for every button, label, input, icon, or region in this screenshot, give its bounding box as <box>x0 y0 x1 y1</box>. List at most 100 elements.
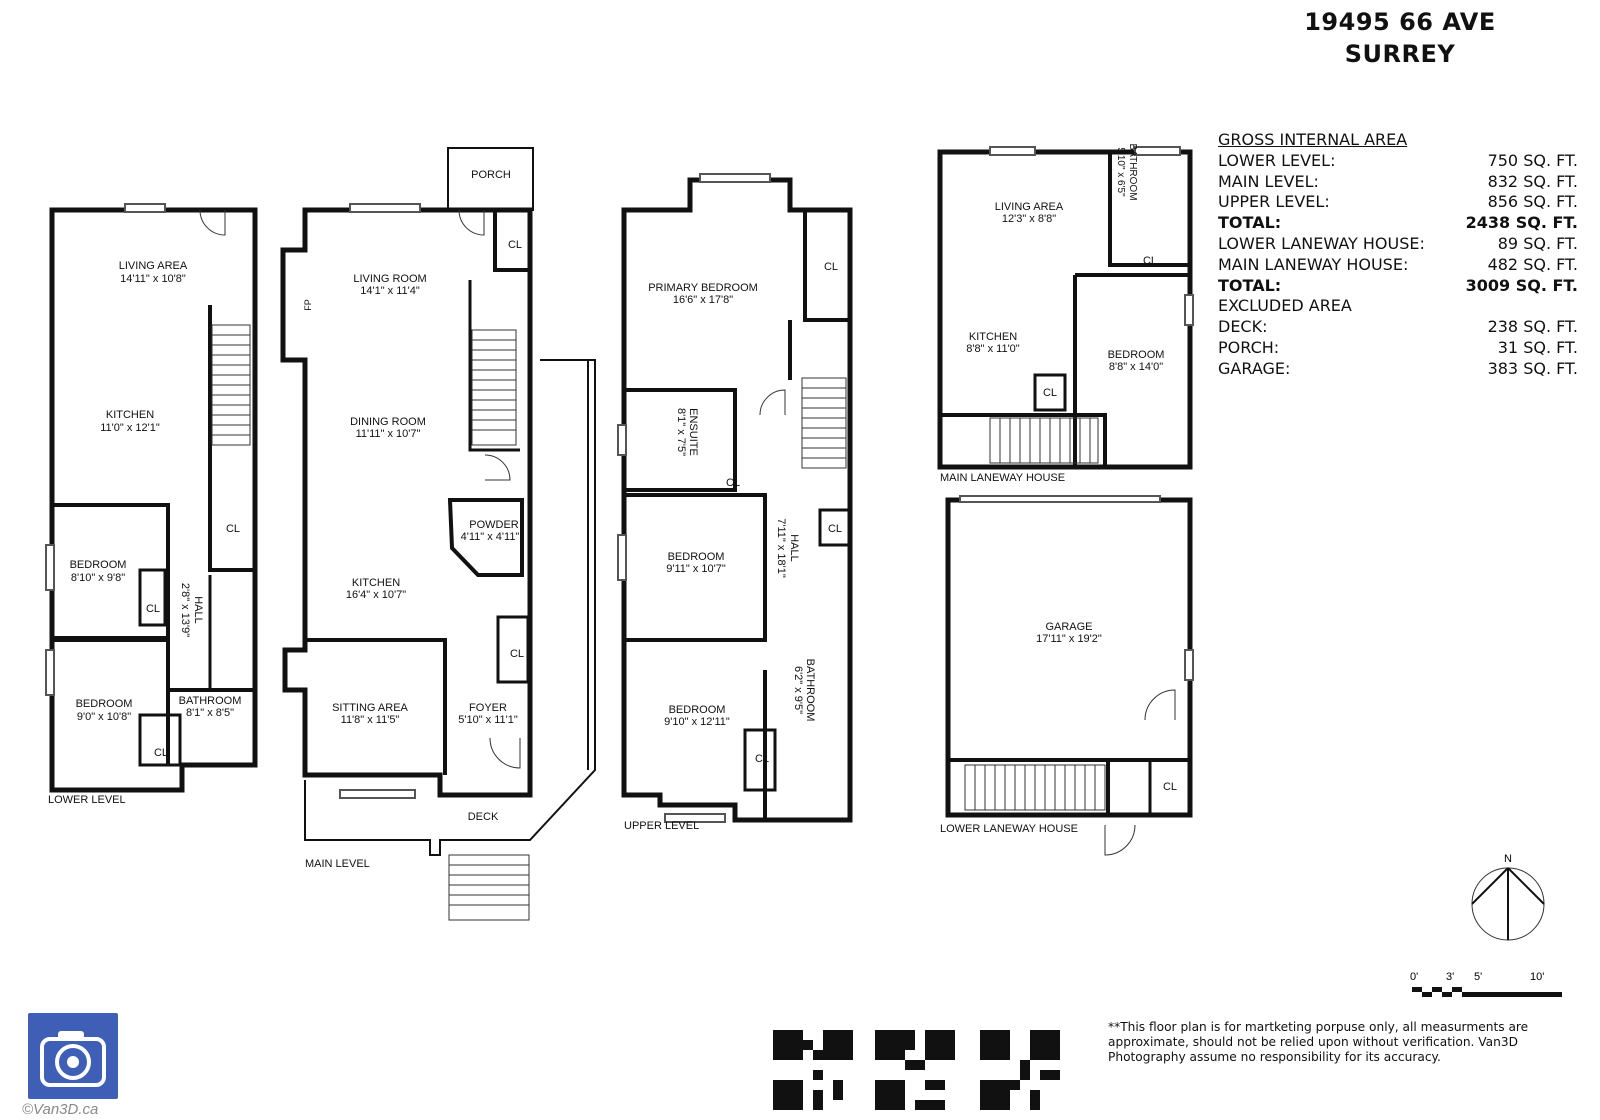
main-level-caption: MAIN LEVEL <box>305 858 370 870</box>
closet-label: CL <box>1043 387 1057 399</box>
ensuite-label: ENSUITE <box>687 408 699 456</box>
upper-level-plan <box>621 177 853 823</box>
garage-label: GARAGE <box>1045 621 1092 633</box>
scale-label-0: 0' <box>1410 971 1418 983</box>
closet-label: CL <box>508 239 522 251</box>
area-row: MAIN LANEWAY HOUSE:482 SQ. FT. <box>1218 254 1578 274</box>
area-row: UPPER LEVEL:856 SQ. FT. <box>1218 192 1578 212</box>
qr-code[interactable] <box>980 1030 1060 1110</box>
lower-bathroom-label: BATHROOM <box>179 695 242 707</box>
powder-label: POWDER <box>469 519 519 531</box>
laneway-bathroom-dim: 5'10" x 6'5" <box>1115 147 1126 197</box>
closet-label: CL <box>726 477 740 489</box>
excluded-heading: EXCLUDED AREA <box>1218 296 1352 316</box>
closet-label: CL <box>1163 781 1177 793</box>
foyer-label: FOYER <box>469 702 507 714</box>
dining-room-dim: 11'11" x 10'7" <box>356 428 421 440</box>
lower-bathroom-dim: 8'1" x 8'5" <box>186 707 234 719</box>
sitting-area-dim: 11'8" x 11'5" <box>341 714 400 726</box>
address-line2: SURREY <box>1344 40 1456 68</box>
lower-bedroom2-label: BEDROOM <box>76 698 133 710</box>
scale-bar: 0' 3' 5' 10' <box>1410 971 1562 997</box>
closet-label: CL <box>510 648 524 660</box>
north-compass: N <box>1471 853 1545 941</box>
fireplace-label: FP <box>303 299 313 311</box>
lower-bedroom1-label: BEDROOM <box>70 559 127 571</box>
garage-dim: 17'11" x 19'2" <box>1036 633 1102 645</box>
scale-label-3: 3' <box>1446 971 1454 983</box>
living-room-label: LIVING ROOM <box>353 273 426 285</box>
deck-label: DECK <box>468 811 499 823</box>
area-heading: GROSS INTERNAL AREA <box>1218 130 1408 149</box>
laneway-kitchen-label: KITCHEN <box>969 331 1017 343</box>
lower-kitchen-label: KITCHEN <box>106 409 154 421</box>
closet-label: CL <box>824 261 838 273</box>
area-row: GARAGE:383 SQ. FT. <box>1218 358 1578 378</box>
ensuite-dim: 8'1" x 7'5" <box>675 408 687 456</box>
scale-label-10: 10' <box>1530 971 1544 983</box>
upper-level-caption: UPPER LEVEL <box>624 820 699 832</box>
scale-label-5: 5' <box>1474 971 1482 983</box>
main-level-plan <box>280 147 534 798</box>
main-stairs <box>471 329 517 446</box>
van3d-logo <box>28 1013 118 1099</box>
closet-label: CL <box>828 523 842 535</box>
lower-stairs <box>211 324 251 446</box>
closet-label: CL <box>1143 255 1157 267</box>
closet-label: CL <box>755 753 769 765</box>
upper-bathroom-label: BATHROOM <box>804 659 816 722</box>
area-total-row: TOTAL:2438 SQ. FT. <box>1218 213 1578 233</box>
lower-laneway-caption: LOWER LANEWAY HOUSE <box>940 823 1078 835</box>
closet-label: CL <box>226 523 240 535</box>
lower-hall-label: HALL <box>192 596 204 624</box>
upper-hall-dim: 7'11" x 18'1" <box>775 518 787 578</box>
upper-hall-label: HALL <box>788 534 800 562</box>
lower-kitchen-dim: 11'0" x 12'1" <box>100 422 160 434</box>
laneway-bedroom-dim: 8'8" x 14'0" <box>1109 361 1163 373</box>
closet-label: CL <box>146 603 160 615</box>
area-total-row: TOTAL:3009 SQ. FT. <box>1218 275 1578 295</box>
room-labels: LIVING AREA 14'11" x 10'8" KITCHEN 11'0"… <box>70 143 1177 823</box>
lower-bedroom1-dim: 8'10" x 9'8" <box>71 572 125 584</box>
upper-bedroom1-label: BEDROOM <box>668 551 725 563</box>
area-summary: GROSS INTERNAL AREA LOWER LEVEL:750 SQ. … <box>1218 130 1578 380</box>
laneway-living-dim: 12'3" x 8'8" <box>1002 213 1056 225</box>
area-row: PORCH:31 SQ. FT. <box>1218 337 1578 357</box>
garage-stairs <box>964 764 1106 811</box>
qr-code[interactable] <box>773 1030 853 1110</box>
garage-plan <box>945 497 1193 818</box>
lower-living-dim: 14'11" x 10'8" <box>120 273 186 285</box>
deck-outline <box>304 359 596 856</box>
upper-bedroom2-label: BEDROOM <box>669 704 726 716</box>
qr-code[interactable] <box>875 1030 955 1110</box>
powder-dim: 4'11" x 4'11" <box>461 531 520 543</box>
level-labels: LOWER LEVEL MAIN LEVEL UPPER LEVEL MAIN … <box>48 472 1078 870</box>
living-room-dim: 14'1" x 11'4" <box>360 285 420 297</box>
area-row: MAIN LEVEL:832 SQ. FT. <box>1218 171 1578 191</box>
upper-bedroom1-dim: 9'11" x 10'7" <box>666 563 726 575</box>
dining-room-label: DINING ROOM <box>350 416 426 428</box>
main-kitchen-dim: 16'4" x 10'7" <box>346 589 406 601</box>
laneway-kitchen-dim: 8'8" x 11'0" <box>966 343 1019 355</box>
area-row: DECK:238 SQ. FT. <box>1218 317 1578 337</box>
address-line1: 19495 66 AVE <box>1304 8 1496 36</box>
lower-level-caption: LOWER LEVEL <box>48 794 126 806</box>
main-laneway-caption: MAIN LANEWAY HOUSE <box>940 472 1065 484</box>
foyer-dim: 5'10" x 11'1" <box>458 714 518 726</box>
closet-label: CL <box>154 747 168 759</box>
laneway-bathroom-label: BATHROOM <box>1127 143 1138 200</box>
main-kitchen-label: KITCHEN <box>352 577 400 589</box>
disclaimer-text: **This floor plan is for martketing porp… <box>1108 1020 1529 1064</box>
primary-bedroom-dim: 16'6" x 17'8" <box>673 294 733 306</box>
porch-label: PORCH <box>471 169 511 181</box>
lower-living-label: LIVING AREA <box>119 260 188 272</box>
upper-stairs <box>801 377 847 469</box>
lower-level-plan <box>49 207 258 793</box>
deck-stairs <box>448 854 530 921</box>
main-laneway-plan <box>937 149 1193 470</box>
lower-bedroom2-dim: 9'0" x 10'8" <box>77 711 131 723</box>
upper-bathroom-dim: 6'2" x 9'5" <box>792 666 804 714</box>
lower-hall-dim: 2'8" x 13'9" <box>179 583 191 637</box>
area-row: LOWER LEVEL:750 SQ. FT. <box>1218 150 1578 170</box>
